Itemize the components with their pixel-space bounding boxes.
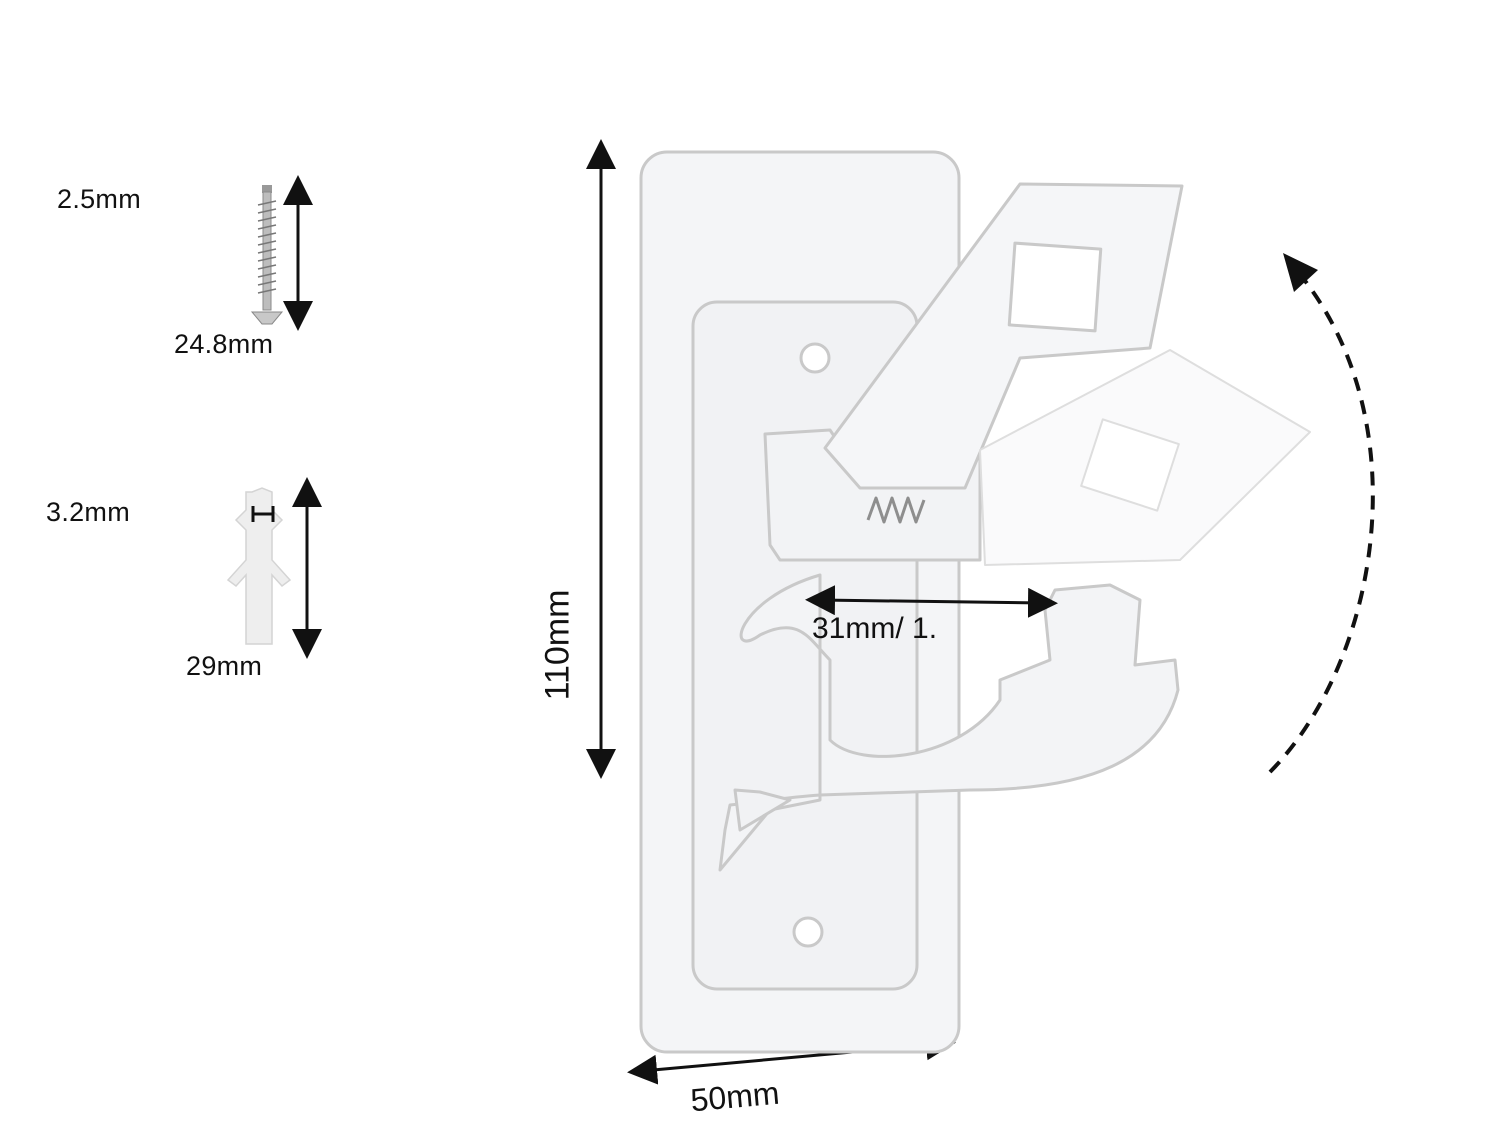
screw-length-label: 24.8mm [174,329,274,359]
curtain-rod-bracket [639,150,1311,1054]
screw-icon [250,185,284,325]
gap-dimension-arrow [805,585,1058,618]
curved-dashed-arrow-icon [1268,253,1375,774]
wall-anchor-icon [226,487,292,645]
screw-diameter-label: 2.5mm [57,184,142,214]
rod-gap-label: 31mm/ 1. [812,612,938,645]
bracket-height-label: 110mm [538,589,577,701]
bracket-width-label: 50mm [689,1074,781,1119]
anchor-length-label: 29mm [186,651,263,681]
anchor-diameter-label: 3.2mm [46,497,131,527]
